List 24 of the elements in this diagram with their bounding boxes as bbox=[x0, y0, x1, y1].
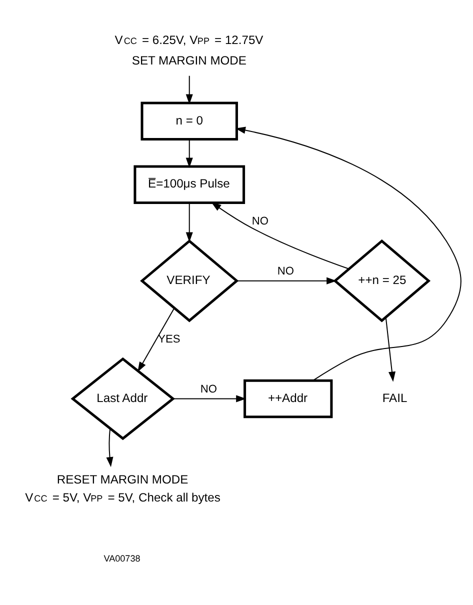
edge-label: NO bbox=[276, 266, 294, 278]
arrow bbox=[172, 395, 246, 402]
label: VA00738 bbox=[103, 554, 140, 564]
arrow bbox=[185, 76, 192, 104]
node-diamond: VERIFY bbox=[140, 239, 238, 322]
node-text: FAIL bbox=[382, 390, 407, 405]
arrow bbox=[106, 428, 113, 468]
node-text: RESET MARGIN MODE VCC = 5V, VPP = 5V, Check all bytes bbox=[24, 472, 220, 505]
edge-label: NO bbox=[200, 383, 217, 396]
arrow bbox=[210, 202, 349, 270]
edge-label: NO bbox=[251, 216, 268, 228]
arrow bbox=[185, 140, 192, 168]
node-text: VCC = 6.25V, VPP = 12.75V SET MARGIN MODE bbox=[114, 33, 263, 68]
arrow bbox=[384, 317, 396, 382]
node-box: ++Addr bbox=[243, 379, 332, 418]
edge-label: YES bbox=[158, 334, 180, 346]
node-box: n = 0 bbox=[140, 102, 238, 141]
node-diamond: Last Addr bbox=[70, 357, 175, 440]
arrow bbox=[185, 202, 192, 242]
node-diamond: ++n = 25 bbox=[332, 239, 430, 322]
node-box: E̅=100μs Pulse bbox=[133, 165, 245, 204]
arrow bbox=[236, 277, 336, 284]
arrow bbox=[234, 126, 461, 382]
arrow bbox=[137, 308, 174, 372]
